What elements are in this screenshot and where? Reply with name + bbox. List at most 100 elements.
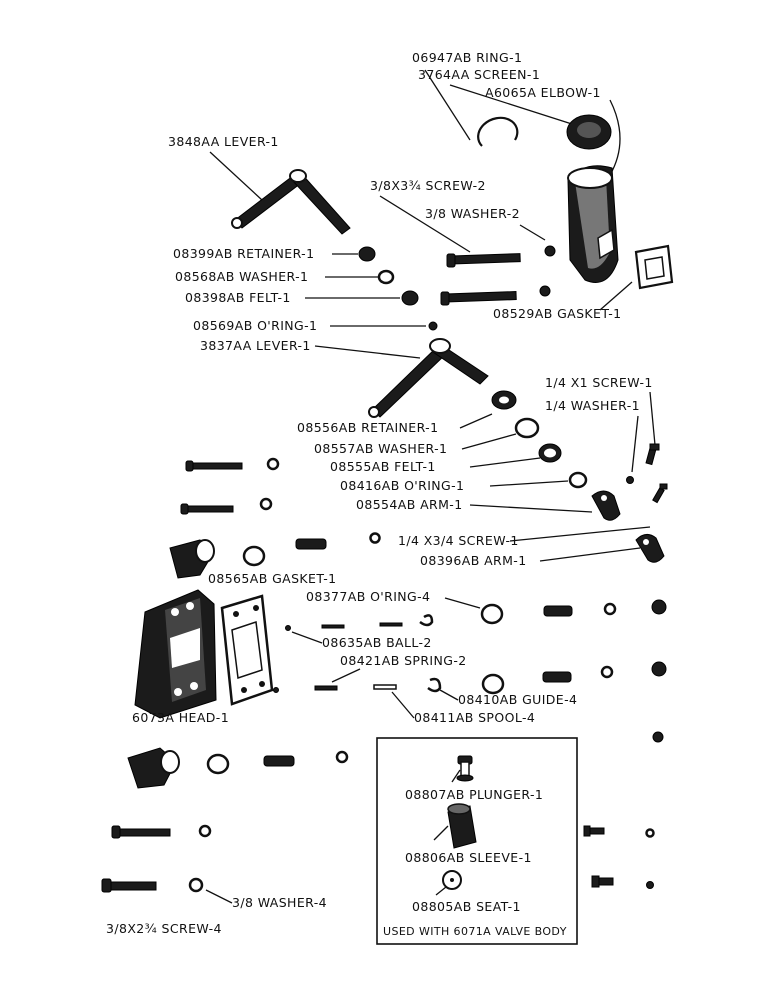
leader-screw-14x1 xyxy=(649,391,656,446)
screw-38x234-part xyxy=(101,878,157,893)
label-screen-3764: 3764AA SCREEN-1 xyxy=(418,67,540,82)
leader-guide-08410 xyxy=(439,689,459,701)
label-screw-14x34: 1/4 X3/4 SCREW-1 xyxy=(398,533,519,548)
label-oring-08569: 08569AB O'RING-1 xyxy=(193,318,317,333)
gasket-lower-part xyxy=(206,753,230,775)
inset-box xyxy=(376,737,578,945)
retainer-08399-part xyxy=(358,246,376,262)
label-sleeve-08806: 08806AB SLEEVE-1 xyxy=(405,850,532,865)
washer-38-2-part-b xyxy=(539,285,551,297)
ball-row-a-part xyxy=(603,602,617,616)
label-ball-08635: 08635AB BALL-2 xyxy=(322,635,432,650)
leader-screen xyxy=(449,84,576,126)
label-guide-08410: 08410AB GUIDE-4 xyxy=(458,692,577,707)
label-retainer-08556: 08556AB RETAINER-1 xyxy=(297,420,438,435)
gasket-08529-part xyxy=(634,244,674,290)
ball-lower-part xyxy=(335,750,349,764)
washer-14-part xyxy=(626,476,634,484)
screw-left-part-b xyxy=(180,503,234,515)
fitting-lower-part xyxy=(127,747,180,789)
leader-plunger-08807 xyxy=(451,769,461,783)
label-arm-08396: 08396AB ARM-1 xyxy=(420,553,527,568)
screw-38x334-part-a xyxy=(446,253,521,268)
ball-small-part xyxy=(285,625,291,631)
arm-08554-part xyxy=(591,490,621,521)
label-spring-08421: 08421AB SPRING-2 xyxy=(340,653,467,668)
label-felt-08398: 08398AB FELT-1 xyxy=(185,290,291,305)
label-retainer-08399: 08399AB RETAINER-1 xyxy=(173,246,314,261)
label-ring-06947: 06947AB RING-1 xyxy=(412,50,522,65)
leader-gasket-08529 xyxy=(599,281,633,311)
washer-bottom-part-a xyxy=(198,824,212,838)
label-lever-3848: 3848AA LEVER-1 xyxy=(168,134,279,149)
leader-oring-08416 xyxy=(489,480,569,487)
felt-08555-hole xyxy=(544,448,556,458)
label-screw-38x334: 3/8X3¾ SCREW-2 xyxy=(370,178,486,193)
ball-row-b-part xyxy=(600,665,614,679)
spring-upper-part xyxy=(295,538,327,550)
washer-38-4-part xyxy=(188,877,204,893)
leader-lever-3837 xyxy=(314,345,421,359)
head-6073-part xyxy=(134,589,217,719)
label-washer-38-2: 3/8 WASHER-2 xyxy=(425,206,520,221)
screw-14x34-part xyxy=(652,483,668,504)
label-head-6073: 6073A HEAD-1 xyxy=(132,710,229,725)
washer-right-part-b xyxy=(646,881,654,889)
washer-08557-part xyxy=(514,417,540,439)
washer-left-part-a xyxy=(266,457,280,471)
label-screw-14x1: 1/4 X1 SCREW-1 xyxy=(545,375,653,390)
leader-sleeve-08806 xyxy=(433,825,449,841)
label-oring-08416: 08416AB O'RING-1 xyxy=(340,478,464,493)
label-washer-08557: 08557AB WASHER-1 xyxy=(314,441,447,456)
gasket-head-part xyxy=(220,594,274,706)
lever-3837-part xyxy=(368,338,489,418)
elbow-a6065-part xyxy=(567,165,619,283)
leader-retainer-08556 xyxy=(459,413,493,429)
seat-08805-hole xyxy=(450,878,454,882)
leader-washer-38-4 xyxy=(205,889,233,904)
leader-washer-14 xyxy=(631,415,639,473)
screen-3764-mesh xyxy=(577,122,601,138)
inset-note: USED WITH 6071A VALVE BODY xyxy=(383,925,567,938)
label-spool-08411: 08411AB SPOOL-4 xyxy=(414,710,535,725)
label-gasket-08529: 08529AB GASKET-1 xyxy=(493,306,621,321)
washer-left-part-b xyxy=(259,497,273,511)
label-plunger-08807: 08807AB PLUNGER-1 xyxy=(405,787,543,802)
screw-14x1-part xyxy=(645,443,660,466)
ball-upper-part xyxy=(369,532,381,544)
leader-lever-3848 xyxy=(209,151,263,201)
label-seat-08805: 08805AB SEAT-1 xyxy=(412,899,521,914)
guide-row-b-part xyxy=(651,661,667,677)
label-washer-08568: 08568AB WASHER-1 xyxy=(175,269,308,284)
leader-felt-08555 xyxy=(469,457,541,468)
spring-mid-a-part xyxy=(321,624,345,629)
label-gasket-08565: 08565AB GASKET-1 xyxy=(208,571,336,586)
leader-spring-08421 xyxy=(331,668,361,683)
leader-arm-08554 xyxy=(469,504,593,513)
label-felt-08555: 08555AB FELT-1 xyxy=(330,459,436,474)
leader-washer-08557 xyxy=(461,433,517,450)
spring-lower-part xyxy=(263,755,295,767)
label-washer-14: 1/4 WASHER-1 xyxy=(545,398,640,413)
spool-mid-b-part xyxy=(373,684,397,690)
felt-08398-part xyxy=(401,290,419,306)
screw-38x334-part-b xyxy=(440,291,517,306)
label-screw-38x234: 3/8X2¾ SCREW-4 xyxy=(106,921,222,936)
screw-right-part-a xyxy=(583,825,605,837)
leader-elbow xyxy=(609,99,621,176)
leader-screw-14x34 xyxy=(509,526,651,542)
gasket-upper-part xyxy=(242,545,266,567)
oring-08416-part xyxy=(568,471,588,489)
screw-left-part-a xyxy=(185,460,243,472)
leader-ring xyxy=(424,69,471,141)
lever-3848-part xyxy=(231,169,351,235)
label-oring-08377: 08377AB O'RING-4 xyxy=(306,589,430,604)
plug-right-part xyxy=(652,731,664,743)
spool-mid-a-part xyxy=(379,622,403,627)
fitting-upper-part xyxy=(169,539,215,579)
retainer-08556-hole xyxy=(499,396,509,404)
leader-spool-08411 xyxy=(391,691,415,719)
oring-08377-part-b xyxy=(481,673,505,695)
leader-screw-38x334 xyxy=(379,195,471,253)
washer-right-part-a xyxy=(645,828,655,838)
